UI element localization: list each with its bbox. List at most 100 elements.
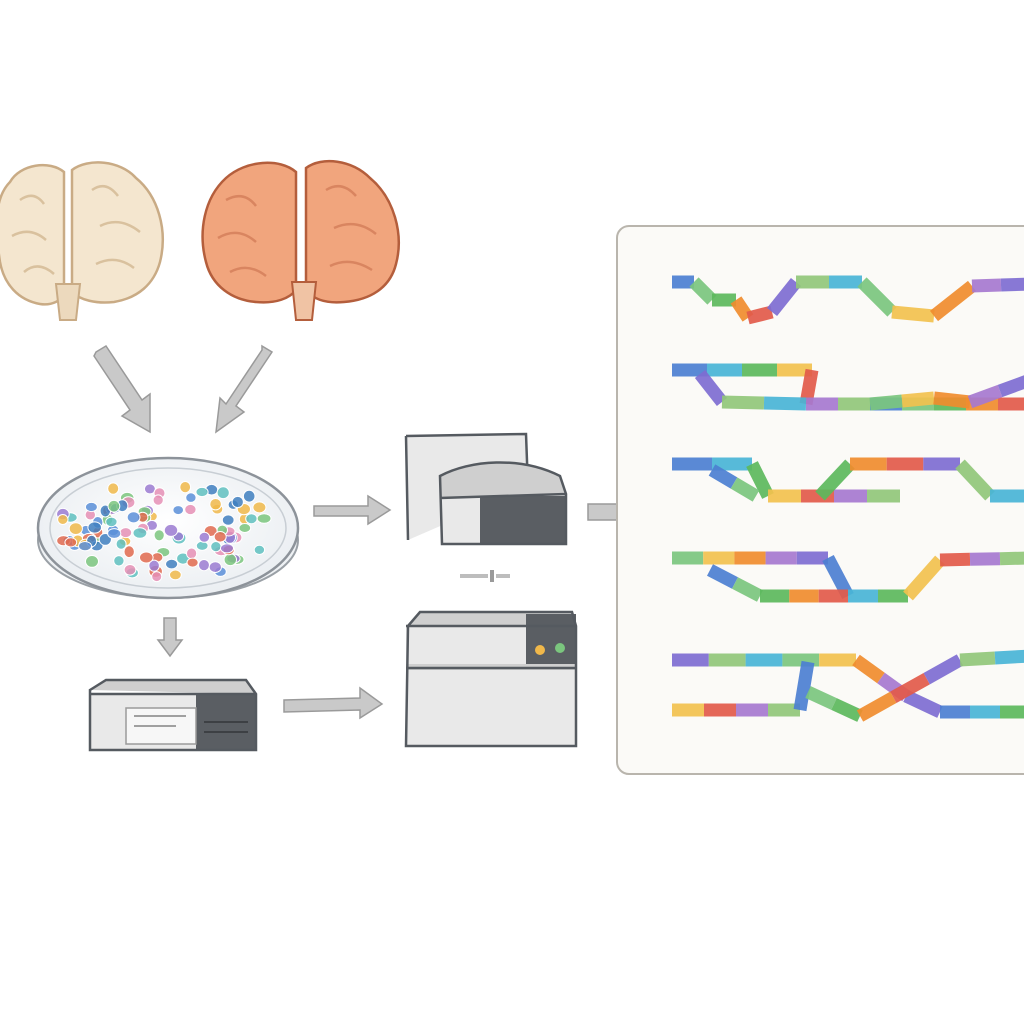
brain-right-hemisphere [304,160,400,304]
strand-segment [857,277,897,317]
strand-segment [890,673,930,703]
cell [78,541,92,552]
arrow-brain1-to-dish [93,344,151,434]
indicator-light-green [555,643,565,653]
cell [256,513,272,524]
cell [163,523,179,537]
strand-segment [901,391,935,408]
cell [84,501,98,513]
petri-dish-icon [36,456,300,600]
strand-segment [971,278,1002,293]
read-alignment-panel [616,225,1024,775]
brain-stem [290,281,318,321]
strand-segment [815,459,855,501]
cell [184,503,197,516]
brain-right-hemisphere [70,161,164,304]
strand-segment [999,551,1024,566]
cell [210,541,222,553]
strand-segment [766,277,802,317]
cell [152,494,164,506]
cell [165,558,179,570]
cell [107,528,122,539]
cell [198,531,211,543]
strand-segment [730,477,760,502]
strand-segment [831,698,863,722]
cell [126,511,141,524]
strand-segment [939,552,971,567]
cell [119,527,133,539]
cell [216,486,230,500]
cell [252,501,267,514]
cell [148,559,160,572]
strand-segment [959,651,996,667]
arrow-brain2-to-dish [215,344,274,434]
strand-segment [852,654,885,684]
cell [105,516,118,528]
cell [153,529,165,542]
strand-segment [994,649,1024,665]
arrow-dish-to-sequencer [313,494,392,526]
cell [242,489,256,503]
strand-segment [689,277,717,305]
strand-segment [1000,277,1024,292]
cell [195,540,209,551]
strand-segment [746,305,774,325]
cell [231,495,244,509]
strand-segment [891,305,935,323]
strand-segment [763,396,807,411]
brain-icon-disease [201,160,400,321]
cell [245,513,258,525]
strand-segment [929,280,977,322]
cell [172,505,184,516]
brain-icon-control [0,161,164,321]
read-strands [672,275,1024,722]
processor-icon [88,678,258,752]
strand-segment [903,555,945,601]
strand-segment [746,461,774,499]
cell [151,571,163,583]
sequencer-icon-b [404,610,578,748]
cell [169,569,182,581]
cell [221,514,235,526]
cell [85,555,99,568]
strand-segment [856,691,897,722]
cell [209,498,222,511]
brain-left-hemisphere [201,161,298,304]
cell [107,499,121,513]
cell [107,482,120,495]
cell [115,538,127,550]
cell [68,522,83,535]
indicator-light-amber [535,645,545,655]
cell [87,521,102,534]
strand-segment [967,384,1003,409]
brain-stem [54,283,82,321]
strand-segment [923,654,964,685]
cell [179,481,192,494]
cell [132,527,148,539]
brain-left-hemisphere [0,164,66,306]
strand-segment [732,577,763,602]
cell [223,553,238,567]
strand-segment [708,464,738,489]
sequencer-icon-a [404,432,568,546]
strand-segment [793,660,815,712]
strand-segment [933,391,971,409]
strand-segment [955,459,995,501]
strand-segment [805,686,837,710]
strand-segment [707,564,738,589]
cell [220,543,234,554]
cell [139,551,154,564]
strand-segment [694,369,728,407]
strand-segment [730,296,754,322]
cell [64,537,78,548]
connector-mark [460,570,510,582]
arrow-processor-to-sequencer [283,686,384,720]
cell-cluster [56,481,272,583]
cell [198,559,210,572]
strand-segment [721,395,765,410]
cell [186,547,198,560]
cell [253,544,266,556]
strand-segment [997,373,1024,398]
cell [123,564,137,576]
